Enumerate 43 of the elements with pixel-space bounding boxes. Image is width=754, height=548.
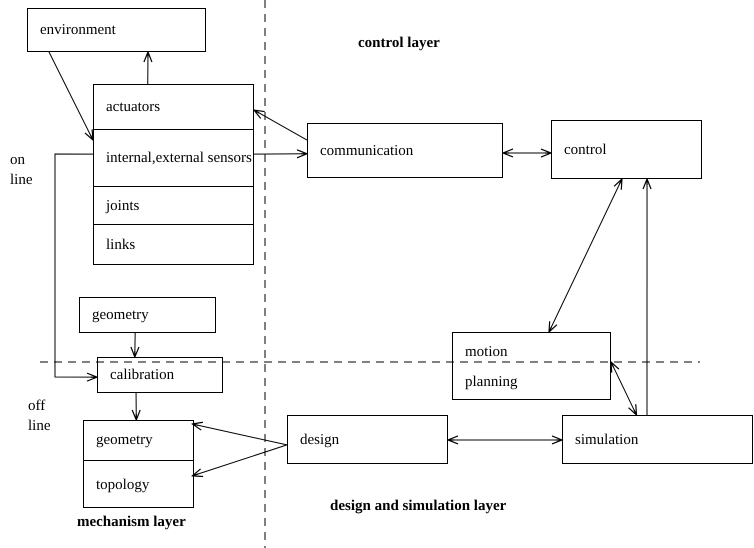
box-label: environment [40, 21, 116, 40]
box-label: internal,external sensors [106, 149, 252, 168]
arrow [253, 110, 308, 141]
arrow [548, 178, 623, 333]
stack-box [93, 84, 254, 265]
arrow [192, 444, 288, 478]
arrow [130, 332, 140, 358]
box-label: design [300, 430, 340, 450]
layer-label: mechanism layer [77, 513, 186, 532]
arrow [254, 149, 308, 158]
box-label: links [106, 236, 136, 255]
arrow [642, 178, 652, 416]
arrow [54, 154, 98, 382]
box-label: geometry [96, 431, 153, 450]
arrow [610, 361, 638, 416]
layer-label: off line [28, 397, 52, 436]
process-box [307, 123, 503, 178]
stack-box [83, 420, 194, 508]
arrow [502, 148, 552, 158]
arrow [192, 422, 288, 446]
arrow [132, 392, 141, 421]
layer-label: control layer [358, 34, 440, 53]
layer-label: design and simulation layer [330, 497, 506, 516]
box-label: calibration [110, 366, 174, 385]
process-box [97, 357, 223, 393]
box-label: communication [320, 142, 414, 160]
layer-label: on line [10, 151, 34, 190]
box-label: simulation [575, 430, 638, 450]
arrow [48, 52, 94, 141]
box-label: geometry [92, 306, 149, 325]
arrow [447, 435, 563, 445]
process-box [551, 120, 702, 179]
process-box [562, 415, 753, 464]
arrow [143, 51, 153, 84]
box-label: control [564, 140, 606, 160]
box-label: actuators [106, 98, 160, 116]
box-label: joints [106, 196, 140, 216]
process-box [79, 297, 216, 333]
process-box [287, 415, 448, 464]
box-label: topology [96, 476, 150, 494]
box-label: motion planning [465, 343, 518, 392]
process-box [27, 8, 206, 52]
process-box [452, 332, 611, 400]
